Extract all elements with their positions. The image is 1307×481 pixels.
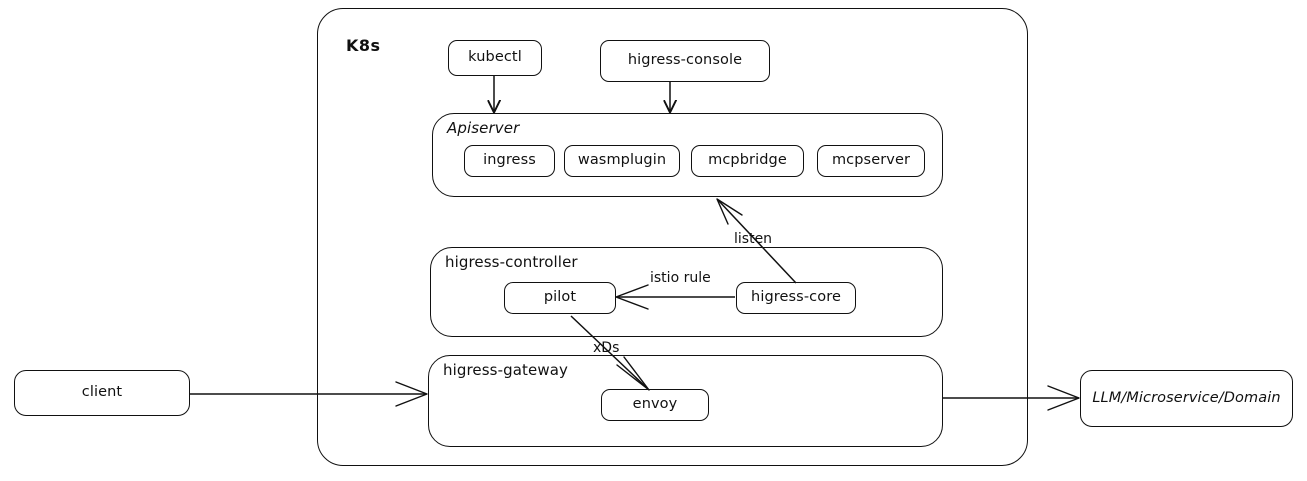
node-pilot-label: pilot (543, 289, 577, 306)
node-mcpbridge[interactable]: mcpbridge (691, 145, 804, 177)
node-higress-core[interactable]: higress-core (736, 282, 856, 314)
node-higress-core-label: higress-core (751, 289, 841, 306)
group-apiserver: Apiserver ingress wasmplugin mcpbridge m… (432, 113, 943, 197)
node-wasmplugin-label: wasmplugin (577, 152, 667, 169)
group-higress-gateway: higress-gateway envoy (428, 355, 943, 447)
group-higress-controller: higress-controller pilot higress-core (430, 247, 943, 337)
node-backend-label: LLM/Microservice/Domain (1092, 389, 1281, 406)
edge-label-xds: xDs (593, 340, 620, 356)
node-higress-console-label: higress-console (627, 52, 743, 69)
k8s-label: K8s (346, 36, 381, 55)
node-client-label: client (81, 384, 123, 401)
node-mcpserver-label: mcpserver (831, 152, 911, 169)
node-higress-console[interactable]: higress-console (600, 40, 770, 82)
node-ingress-label: ingress (483, 152, 536, 169)
group-apiserver-label: Apiserver (447, 119, 520, 137)
k8s-cluster-boundary: K8s (317, 8, 1028, 466)
group-higress-gateway-label: higress-gateway (443, 361, 568, 379)
node-kubectl[interactable]: kubectl (448, 40, 542, 76)
node-envoy[interactable]: envoy (601, 389, 709, 421)
edge-label-istio-rule: istio rule (650, 270, 711, 286)
node-mcpserver[interactable]: mcpserver (817, 145, 925, 177)
edge-label-listen: listen (734, 231, 773, 247)
node-kubectl-label: kubectl (468, 49, 522, 66)
node-pilot[interactable]: pilot (504, 282, 616, 314)
node-mcpbridge-label: mcpbridge (708, 152, 787, 169)
node-backend[interactable]: LLM/Microservice/Domain (1080, 370, 1293, 427)
node-client[interactable]: client (14, 370, 190, 416)
node-wasmplugin[interactable]: wasmplugin (564, 145, 680, 177)
node-envoy-label: envoy (632, 396, 678, 413)
group-higress-controller-label: higress-controller (445, 253, 578, 271)
node-ingress[interactable]: ingress (464, 145, 555, 177)
